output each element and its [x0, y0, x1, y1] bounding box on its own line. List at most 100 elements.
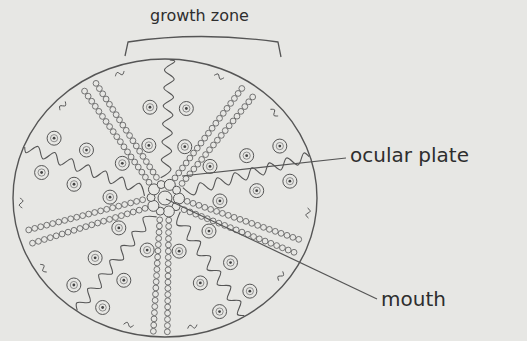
tubercle-dot	[146, 249, 149, 252]
ambulacral-pore	[153, 279, 159, 285]
ambulacral-pore	[125, 149, 131, 155]
ambulacral-pore	[140, 197, 146, 203]
ambulacral-pore	[130, 138, 136, 144]
ambulacral-pore	[191, 166, 197, 172]
ambulacral-pore	[153, 291, 159, 297]
ambulacral-pore	[285, 247, 291, 253]
growth-zone-label: growth zone	[150, 6, 249, 25]
ambulacral-pore	[183, 160, 189, 166]
ambulacral-pore	[117, 139, 123, 145]
ambulacral-pore	[56, 219, 62, 225]
edge-squiggle	[214, 74, 224, 79]
ambulacral-pore	[165, 298, 171, 304]
suture-line	[25, 146, 145, 196]
ambulacral-pore	[290, 234, 296, 240]
tubercle-dot	[117, 226, 120, 229]
tubercle-ring	[216, 308, 223, 315]
genital-plate	[148, 200, 159, 211]
ambulacral-pore	[166, 223, 172, 229]
ambulacral-pore	[154, 273, 160, 279]
tubercle-ring	[70, 281, 77, 288]
tubercle-ring	[106, 194, 113, 201]
tubercle-dot	[185, 107, 188, 110]
ambulacral-pore	[65, 229, 71, 235]
edge-squiggle	[270, 109, 278, 116]
tubercle-dot	[178, 250, 181, 253]
ambulacral-pore	[147, 164, 153, 170]
ambulacral-pore	[165, 273, 171, 279]
ambulacral-pore	[68, 216, 74, 222]
ambulacral-pore	[47, 235, 53, 241]
tubercle	[103, 190, 117, 204]
ambulacral-pore	[220, 210, 226, 216]
tubercle-ring	[181, 143, 188, 150]
tubercle-ring	[145, 142, 152, 149]
ambulacral-pore	[206, 130, 212, 136]
tubercle-ring	[146, 104, 153, 111]
ambulacral-pore	[150, 328, 156, 334]
tubercle-ring	[115, 224, 122, 231]
tubercle-ring	[246, 288, 253, 295]
tubercle	[79, 143, 93, 157]
ambulacral-pore	[166, 236, 172, 242]
tubercle	[67, 177, 81, 191]
ambulacral-pore	[198, 140, 204, 146]
ambulacral-pore	[217, 115, 223, 121]
tubercle	[179, 102, 193, 116]
tubercle	[203, 159, 217, 173]
ambulacral-pore	[166, 230, 172, 236]
tubercle-ring	[83, 146, 90, 153]
ocular-plate	[173, 186, 181, 194]
ambulacral-pore	[165, 267, 171, 273]
ambulacral-pore	[165, 254, 171, 260]
tubercle-ring	[276, 142, 283, 149]
ambulacral-pore	[165, 285, 171, 291]
tubercle-dot	[199, 282, 202, 285]
edge-squiggle	[115, 71, 124, 76]
tubercle	[115, 156, 129, 170]
tubercle	[35, 166, 49, 180]
ambulacral-pore	[226, 123, 232, 129]
ambulacral-pore	[41, 237, 47, 243]
ambulacral-pore	[249, 220, 255, 226]
ambulacral-pore	[133, 143, 139, 149]
tubercle-ring	[253, 187, 260, 194]
ambulacral-pore	[142, 205, 148, 211]
tubercle	[67, 278, 81, 292]
ambulacral-pore	[53, 233, 59, 239]
tubercle-dot	[288, 180, 291, 183]
ambulacral-pore	[280, 245, 286, 251]
apical-disc	[147, 179, 184, 217]
ambulacral-pore	[165, 292, 171, 298]
ambulacral-pore	[256, 236, 262, 242]
ambulacral-pore	[203, 152, 209, 158]
ambulacral-pore	[103, 119, 109, 125]
genital-plate	[163, 206, 174, 217]
edge-squiggle	[124, 322, 134, 327]
ambulacral-pore	[50, 221, 56, 227]
ambulacral-pore	[251, 234, 257, 240]
tubercle-ring	[243, 152, 250, 159]
ambulacral-pore	[152, 304, 158, 310]
ambulacral-pore	[183, 176, 189, 182]
edge-squiggle	[306, 208, 310, 218]
ambulacral-pore	[238, 108, 244, 114]
ambulacral-pore	[284, 232, 290, 238]
tubercle-ring	[38, 169, 45, 176]
tubercle-dot	[183, 145, 186, 148]
ambulacral-pore	[224, 105, 230, 111]
ambulacral-pore	[184, 198, 190, 204]
tubercle-ring	[286, 178, 293, 185]
ambulacral-pore	[143, 174, 149, 180]
ambulacral-pore	[59, 231, 65, 237]
ambulacral-pore	[93, 80, 99, 86]
ambulacral-pore	[165, 304, 171, 310]
ambulacral-pore	[274, 243, 280, 249]
tubercle	[47, 131, 61, 145]
tubercle-ring	[227, 259, 234, 266]
ambulacral-pore	[214, 137, 220, 143]
edge-squiggle	[60, 101, 66, 110]
ambulacral-pore	[128, 154, 134, 160]
ambulacral-pore	[117, 117, 123, 123]
tubercle-dot	[101, 306, 104, 309]
